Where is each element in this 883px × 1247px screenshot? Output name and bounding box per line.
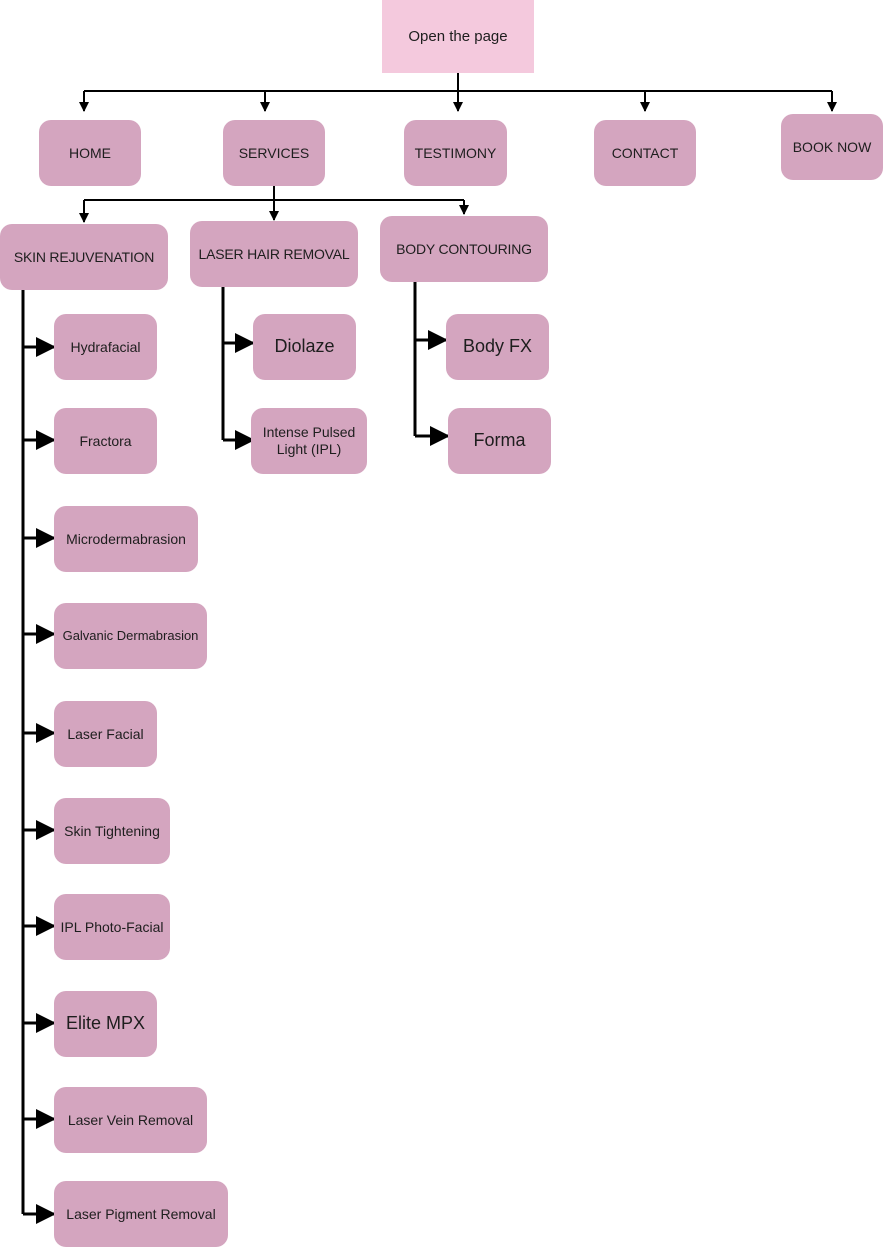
menu-book-now-node: BOOK NOW (781, 114, 883, 180)
open-the-page-node: Open the page (382, 0, 534, 73)
diolaze-node: Diolaze (253, 314, 356, 380)
laser-hair-removal-node: LASER HAIR REMOVAL (190, 221, 358, 287)
galvanic-dermabrasion-node: Galvanic Dermabrasion (54, 603, 207, 669)
ipl-photo-facial-node: IPL Photo-Facial (54, 894, 170, 960)
body-contouring-node: BODY CONTOURING (380, 216, 548, 282)
menu-home-node: HOME (39, 120, 141, 186)
skin-rejuvenation-node: SKIN REJUVENATION (0, 224, 168, 290)
skin-tightening-node: Skin Tightening (54, 798, 170, 864)
elite-mpx-node: Elite MPX (54, 991, 157, 1057)
intense-pulsed-light-node: Intense Pulsed Light (IPL) (251, 408, 367, 474)
body-fx-node: Body FX (446, 314, 549, 380)
microdermabrasion-node: Microdermabrasion (54, 506, 198, 572)
laser-facial-node: Laser Facial (54, 701, 157, 767)
forma-node: Forma (448, 408, 551, 474)
laser-pigment-removal-node: Laser Pigment Removal (54, 1181, 228, 1247)
fractora-node: Fractora (54, 408, 157, 474)
laser-vein-removal-node: Laser Vein Removal (54, 1087, 207, 1153)
menu-contact-node: CONTACT (594, 120, 696, 186)
menu-services-node: SERVICES (223, 120, 325, 186)
hydrafacial-node: Hydrafacial (54, 314, 157, 380)
menu-testimony-node: TESTIMONY (404, 120, 507, 186)
